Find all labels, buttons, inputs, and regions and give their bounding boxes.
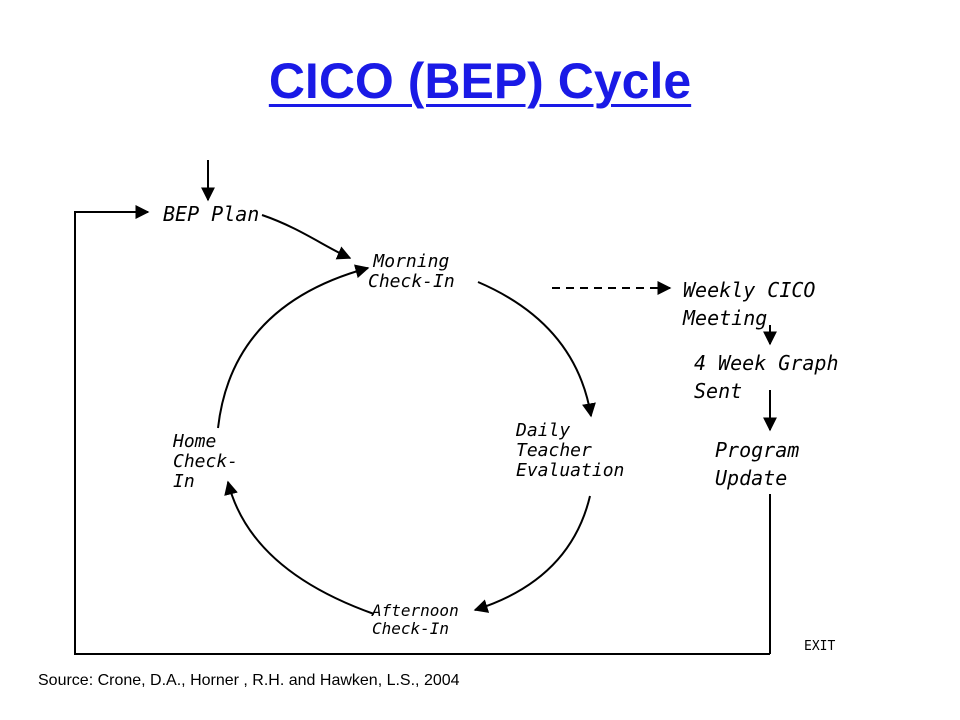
source-citation: Source: Crone, D.A., Horner , R.H. and H…	[38, 672, 460, 689]
afternoon-to-home-arrow	[224, 480, 375, 615]
daily-to-afternoon-arrow	[473, 495, 591, 613]
home-checkin-label: Home Check- In	[173, 431, 239, 492]
morning-to-daily-arrow	[477, 281, 596, 418]
daily-teacher-evaluation-label: Daily Teacher Evaluation	[516, 420, 625, 481]
exit-label: EXIT	[804, 639, 836, 654]
afternoon-checkin-label: Afternoon Check-In	[372, 601, 459, 638]
bep-plan-label: BEP Plan	[163, 202, 260, 226]
four-week-graph-label: 4 Week Graph Sent	[694, 351, 839, 403]
morning-checkin-label: Morning Check-In	[368, 251, 455, 292]
weekly-cico-meeting-label: Weekly CICO Meeting	[683, 278, 816, 330]
program-update-label: Program Update	[715, 438, 800, 490]
home-to-morning-arrow	[217, 264, 370, 429]
plan-to-morning-arrow	[261, 214, 352, 260]
slide-title: CICO (BEP) Cycle	[268, 53, 692, 109]
return-loop-arrow	[74, 205, 770, 655]
